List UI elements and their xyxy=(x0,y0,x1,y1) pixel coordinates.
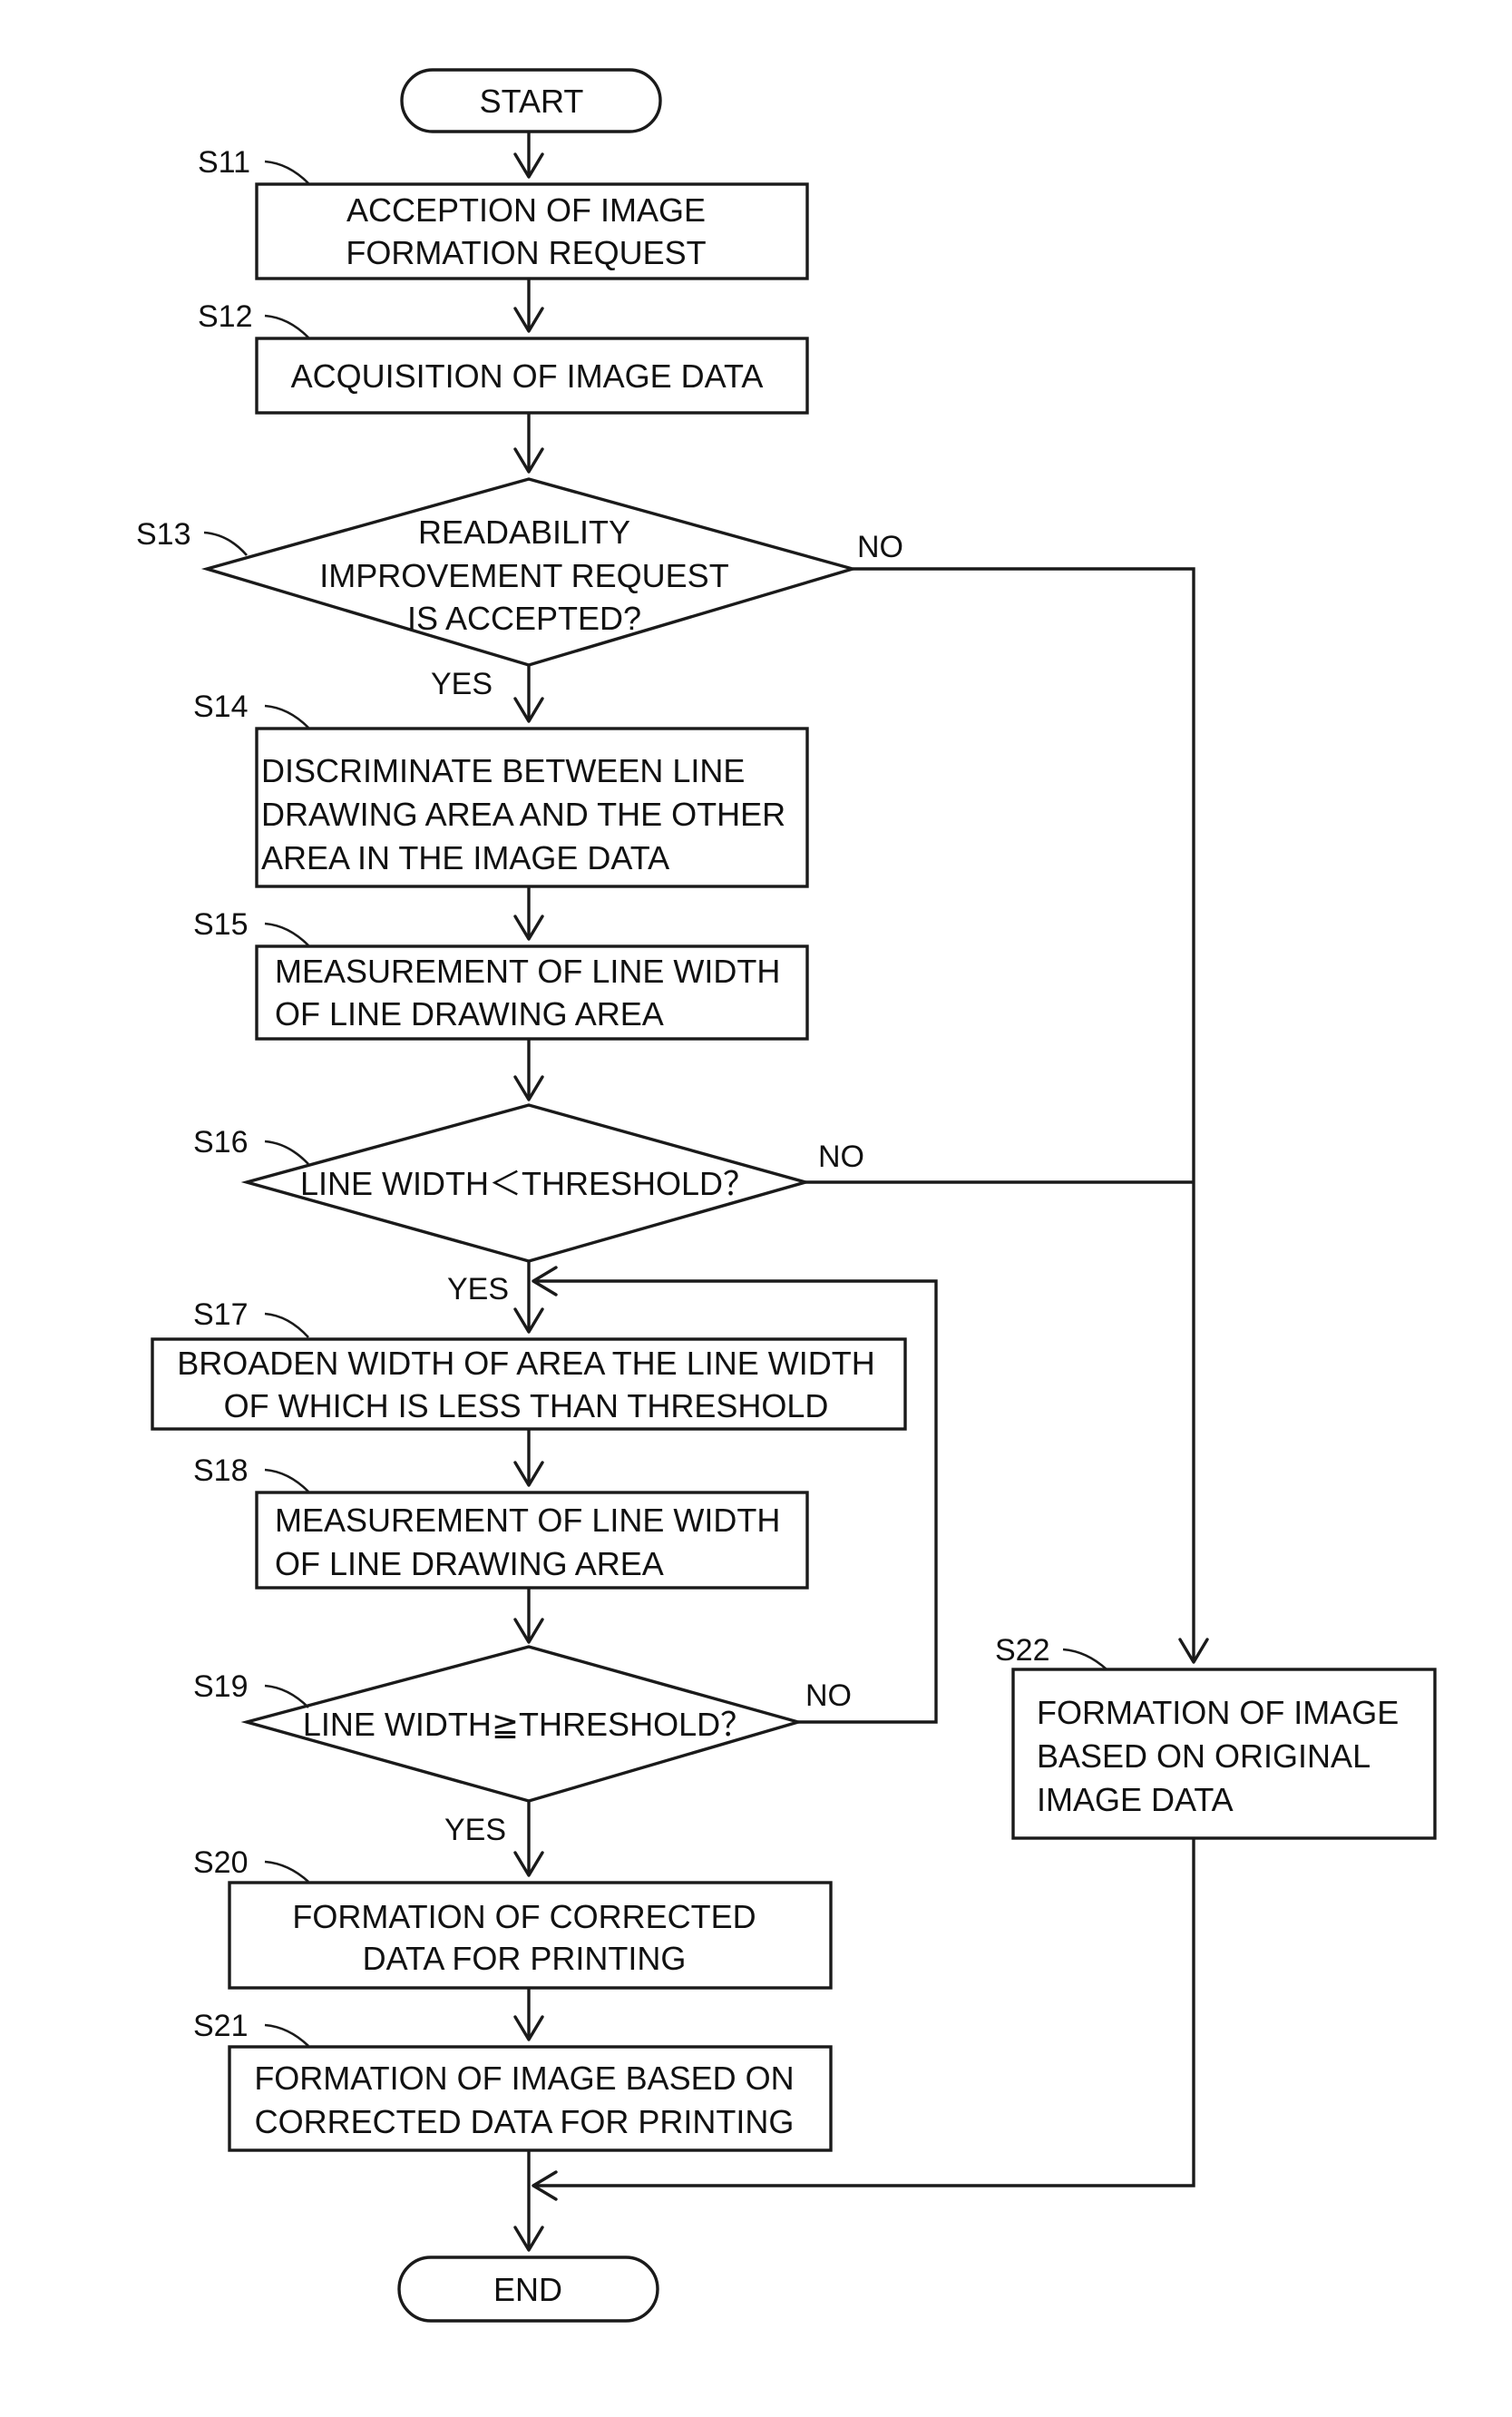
step-s18-line-2: OF LINE DRAWING AREA xyxy=(275,1545,664,1582)
step-s14-line-1: DISCRIMINATE BETWEEN LINE xyxy=(261,752,745,789)
step-id-s13: S13 xyxy=(136,517,191,552)
step-s12-line-1: ACQUISITION OF IMAGE DATA xyxy=(291,357,764,395)
s13-no-label: NO xyxy=(857,530,903,564)
step-id-s17: S17 xyxy=(193,1297,249,1332)
step-s22-line-3: IMAGE DATA xyxy=(1037,1781,1234,1818)
step-id-s21: S21 xyxy=(193,2009,249,2043)
step-s17-line-2: OF WHICH IS LESS THAN THRESHOLD xyxy=(224,1387,829,1424)
step-id-s11: S11 xyxy=(198,145,250,180)
step-s15-line-1: MEASUREMENT OF LINE WIDTH xyxy=(275,953,780,990)
step-s15-line-2: OF LINE DRAWING AREA xyxy=(275,995,664,1032)
step-s19-line-1: LINE WIDTH≧THRESHOLD？ xyxy=(303,1706,753,1743)
step-s21-line-1: FORMATION OF IMAGE BASED ON xyxy=(254,2060,794,2097)
step-s21-line-2: CORRECTED DATA FOR PRINTING xyxy=(255,2103,795,2140)
s13-yes-label: YES xyxy=(431,667,493,701)
step-s14-line-2: DRAWING AREA AND THE OTHER xyxy=(261,796,785,833)
step-s22-line-1: FORMATION OF IMAGE xyxy=(1037,1694,1399,1731)
step-s13-line-1: READABILITY xyxy=(418,514,630,551)
s19-yes-label: YES xyxy=(444,1813,506,1847)
s16-yes-label: YES xyxy=(447,1272,509,1306)
step-id-s19: S19 xyxy=(193,1669,249,1704)
step-s13-line-2: IMPROVEMENT REQUEST xyxy=(319,557,728,594)
step-s18-line-1: MEASUREMENT OF LINE WIDTH xyxy=(275,1502,780,1539)
step-id-s15: S15 xyxy=(193,907,249,942)
start-label: START xyxy=(480,83,584,120)
step-s11-line-1: ACCEPTION OF IMAGE xyxy=(346,191,706,229)
step-s14-line-3: AREA IN THE IMAGE DATA xyxy=(261,839,669,876)
s19-no-label: NO xyxy=(805,1678,852,1713)
step-s13-line-3: IS ACCEPTED? xyxy=(407,600,641,637)
step-id-s14: S14 xyxy=(193,690,249,724)
step-s11-line-2: FORMATION REQUEST xyxy=(346,234,706,271)
end-label: END xyxy=(493,2271,562,2308)
step-id-s18: S18 xyxy=(193,1453,249,1488)
step-id-s22: S22 xyxy=(995,1633,1050,1668)
step-s17-line-1: BROADEN WIDTH OF AREA THE LINE WIDTH xyxy=(177,1345,874,1382)
step-id-s12: S12 xyxy=(198,299,253,334)
step-s20-line-2: DATA FOR PRINTING xyxy=(363,1940,687,1977)
step-s22-line-2: BASED ON ORIGINAL xyxy=(1037,1737,1371,1775)
step-s20-line-1: FORMATION OF CORRECTED xyxy=(292,1898,756,1935)
step-id-s20: S20 xyxy=(193,1845,249,1880)
step-id-s16: S16 xyxy=(193,1125,249,1160)
step-s16-line-1: LINE WIDTH＜THRESHOLD？ xyxy=(300,1165,756,1202)
s16-no-label: NO xyxy=(818,1140,864,1174)
